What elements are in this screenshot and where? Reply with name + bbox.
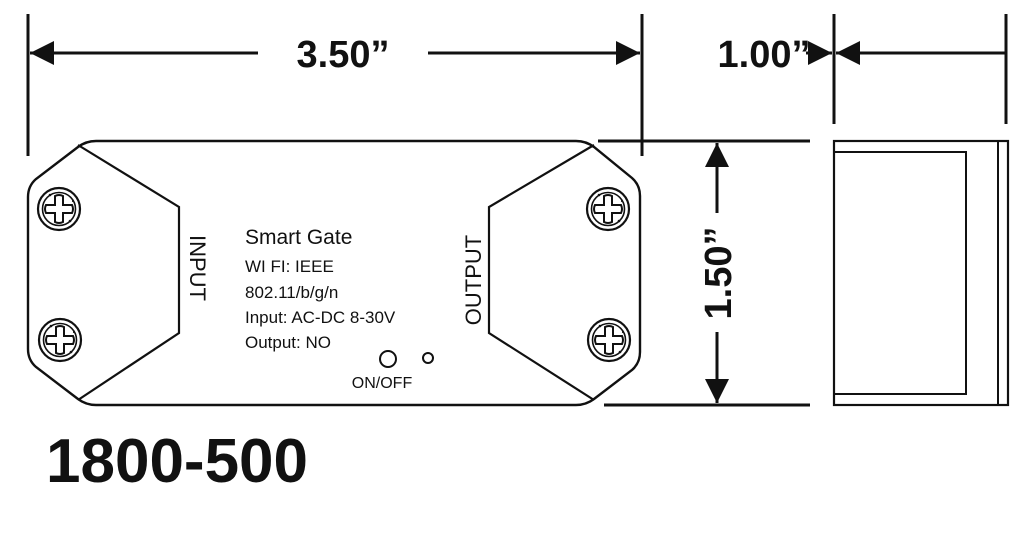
screw-icon — [586, 317, 632, 363]
model-number: 1800-500 — [46, 427, 308, 496]
device-name: Smart Gate — [245, 226, 352, 249]
screw-icon — [37, 317, 83, 363]
length-label: 3.50” — [297, 34, 390, 76]
output-terminal-cover — [487, 144, 595, 401]
depth-label: 1.00” — [718, 34, 811, 76]
depth-dimension: 1.00” — [718, 14, 1008, 124]
input-spec: Input: AC-DC 8-30V — [245, 308, 396, 327]
length-dimension: 3.50” — [26, 14, 644, 156]
output-port-label: OUTPUT — [461, 235, 486, 325]
input-port-label: INPUT — [185, 235, 210, 301]
housing-outline — [26, 139, 642, 407]
wifi-line-1: WI FI: IEEE — [245, 257, 334, 276]
switch-label: ON/OFF — [352, 375, 413, 392]
height-dimension: 1.50” — [598, 139, 810, 407]
input-terminal-cover — [77, 144, 181, 401]
wifi-line-2: 802.11/b/g/n — [245, 283, 338, 302]
switch-button-icon — [379, 350, 397, 368]
screw-icon — [585, 186, 631, 232]
side-inner-panel — [833, 151, 967, 395]
led-indicator-icon — [422, 352, 434, 364]
height-label: 1.50” — [698, 227, 740, 320]
device-side-view — [832, 139, 1010, 407]
output-spec: Output: NO — [245, 333, 331, 352]
device-top-view: INPUT OUTPUT Smart Gate WI FI: IEEE 802.… — [26, 139, 642, 407]
screw-icon — [36, 186, 82, 232]
side-housing — [832, 139, 1010, 407]
